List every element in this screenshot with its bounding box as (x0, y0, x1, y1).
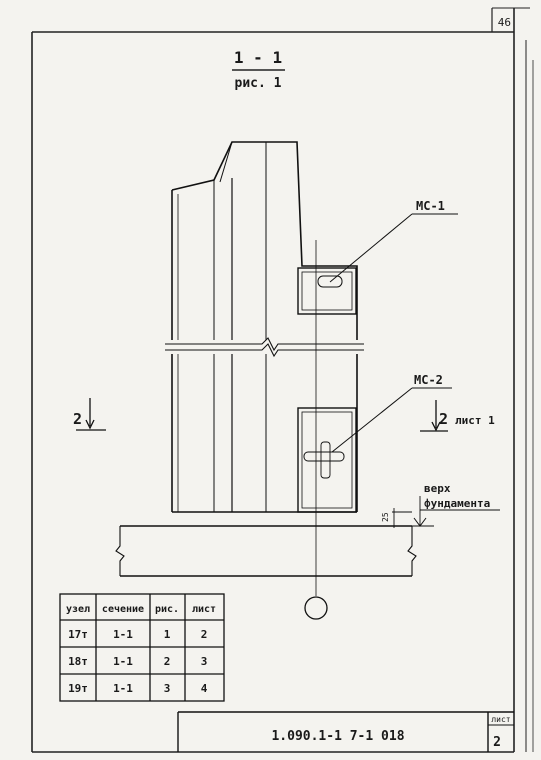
table-cell: 1-1 (113, 655, 133, 668)
foundation (115, 496, 500, 577)
table-cell: 4 (201, 682, 208, 695)
section-marker-right (420, 400, 448, 432)
marker-right-number: 2 (439, 410, 448, 428)
table-cell: 19т (68, 682, 88, 695)
page-number: 46 (498, 16, 511, 29)
table-header-sheet: лист (192, 604, 216, 615)
table-cell: 17т (68, 628, 88, 641)
section-label: 1 - 1 (234, 48, 282, 67)
table-header-figure: рис. (155, 604, 179, 615)
table-cell: 2 (164, 655, 171, 668)
sheet-label: лист (491, 715, 510, 724)
table-cell: 18т (68, 655, 88, 668)
title-block (177, 711, 514, 752)
foundation-top-label: верх (424, 482, 451, 495)
node-table: узел сечение рис. лист 17т 1-1 1 2 18т 1… (66, 604, 216, 695)
node-table-grid (59, 593, 225, 702)
callout-mc1: МС-1 (416, 199, 445, 213)
leaders (329, 213, 458, 453)
table-header-section: сечение (102, 604, 144, 615)
column-drawing (165, 141, 364, 596)
dimension-25: 25 (381, 512, 390, 522)
frame (31, 7, 534, 753)
table-header-node: узел (66, 604, 90, 615)
callout-mc2: МС-2 (414, 373, 443, 387)
marker-left-number: 2 (73, 410, 82, 428)
table-cell: 2 (201, 628, 208, 641)
table-cell: 3 (164, 682, 171, 695)
table-cell: 3 (201, 655, 208, 668)
section-marker-left (76, 398, 106, 431)
foundation-name-label: фундамента (424, 497, 490, 510)
sheet-number: 2 (493, 735, 501, 750)
figure-label: рис. 1 (235, 76, 282, 91)
document-code: 1.090.1-1 7-1 018 (271, 729, 404, 744)
marker-right-note: лист 1 (455, 414, 495, 427)
table-cell: 1-1 (113, 628, 133, 641)
table-cell: 1 (164, 628, 171, 641)
table-cell: 1-1 (113, 682, 133, 695)
axis-bubble (304, 596, 328, 620)
